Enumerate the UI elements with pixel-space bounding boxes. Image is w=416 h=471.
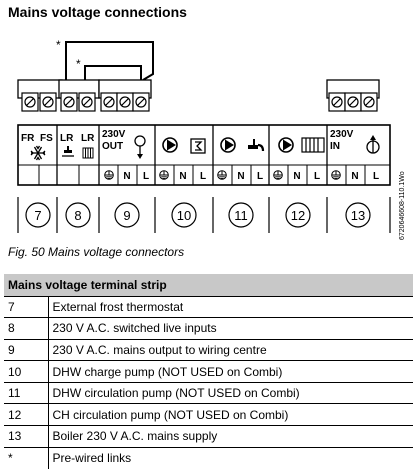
block-number-7: 7 <box>34 208 41 223</box>
wiring-diagram: * * <box>0 22 416 242</box>
terminal-n-12: N <box>293 171 300 182</box>
cylinder-icon <box>190 138 206 154</box>
terminal-l-10: L <box>200 171 206 182</box>
block-number-13: 13 <box>351 208 365 223</box>
arrow-up-icon <box>366 135 380 154</box>
terminal-description: Boiler 230 V A.C. mains supply <box>47 425 413 448</box>
block-7-label-fs: FS <box>40 133 53 144</box>
radiator-icon <box>82 147 94 159</box>
terminal-number: 13 <box>4 425 48 448</box>
terminal-n-11: N <box>237 171 244 182</box>
terminal-l-11: L <box>257 171 263 182</box>
terminal-l-13: L <box>373 171 379 182</box>
block-8-label-lr-1: LR <box>60 133 74 144</box>
block-13-label-voltage: 230V <box>330 129 354 140</box>
block-number-9: 9 <box>123 208 130 223</box>
block-7-label-fr: FR <box>21 133 35 144</box>
page-title: Mains voltage connections <box>8 4 187 20</box>
arrow-down-icon <box>134 135 146 159</box>
table-row: 8 230 V A.C. switched live inputs <box>4 317 413 340</box>
pre-wired-links <box>65 41 154 81</box>
terminal-description: CH circulation pump (NOT USED on Combi) <box>47 403 413 427</box>
terminal-number: 8 <box>4 317 48 340</box>
terminal-strip <box>17 124 391 186</box>
block-number-row <box>17 197 391 233</box>
table-row: 11 DHW circulation pump (NOT USED on Com… <box>4 382 413 405</box>
terminal-description: 230 V A.C. mains output to wiring centre <box>47 339 413 362</box>
terminal-description: External frost thermostat <box>47 296 413 319</box>
terminal-description: DHW circulation pump (NOT USED on Combi) <box>47 382 413 405</box>
figure-caption: Fig. 50 Mains voltage connectors <box>8 245 185 259</box>
block-dividers <box>56 125 328 185</box>
terminal-n-13: N <box>351 171 358 182</box>
terminal-description: 230 V A.C. switched live inputs <box>47 317 413 340</box>
block-number-8: 8 <box>74 208 81 223</box>
terminal-n-9: N <box>123 171 130 182</box>
terminal-number: * <box>8 451 13 466</box>
block-9-label-voltage: 230V <box>102 129 126 140</box>
block-number-circles <box>25 202 371 228</box>
terminal-number: 10 <box>4 360 48 383</box>
terminal-description: Pre-wired links <box>47 447 413 469</box>
terminal-l-12: L <box>314 171 320 182</box>
table-row: 10 DHW charge pump (NOT USED on Combi) <box>4 360 413 383</box>
table-header: Mains voltage terminal strip <box>4 274 413 297</box>
tap-icon <box>248 139 265 152</box>
terminal-number: 7 <box>4 296 48 319</box>
plug-connectors <box>21 92 378 112</box>
link-mark-outer: * <box>56 38 61 52</box>
table-row: * Pre-wired links <box>4 447 413 469</box>
terminal-n-10: N <box>179 171 186 182</box>
snowflake-icon <box>30 145 46 161</box>
block-number-10: 10 <box>177 208 191 223</box>
terminal-row-line <box>18 164 390 185</box>
terminal-table: Mains voltage terminal strip 7 External … <box>4 274 413 469</box>
block-9-label-out: OUT <box>102 141 123 152</box>
table-header-row: Mains voltage terminal strip <box>4 274 413 297</box>
block-13-label-in: IN <box>330 141 340 152</box>
part-code: 6720646608-110.1Wo <box>399 171 406 240</box>
terminal-description: DHW charge pump (NOT USED on Combi) <box>47 360 413 383</box>
table-row: 13 Boiler 230 V A.C. mains supply <box>4 425 413 448</box>
terminal-number: 9 <box>4 339 48 362</box>
block-8-label-lr-2: LR <box>81 133 95 144</box>
terminal-l-9: L <box>143 171 149 182</box>
terminal-number: 12 <box>4 403 48 427</box>
table-row: 7 External frost thermostat <box>4 296 413 319</box>
link-mark-inner: * <box>76 57 81 71</box>
table-row: 12 CH circulation pump (NOT USED on Comb… <box>4 403 413 427</box>
table-row: 9 230 V A.C. mains output to wiring cent… <box>4 339 413 362</box>
tap-icon <box>62 146 74 157</box>
block-number-12: 12 <box>291 208 305 223</box>
terminal-number: 11 <box>4 382 48 405</box>
radiator-icon <box>301 137 325 153</box>
block-number-11: 11 <box>234 208 248 223</box>
